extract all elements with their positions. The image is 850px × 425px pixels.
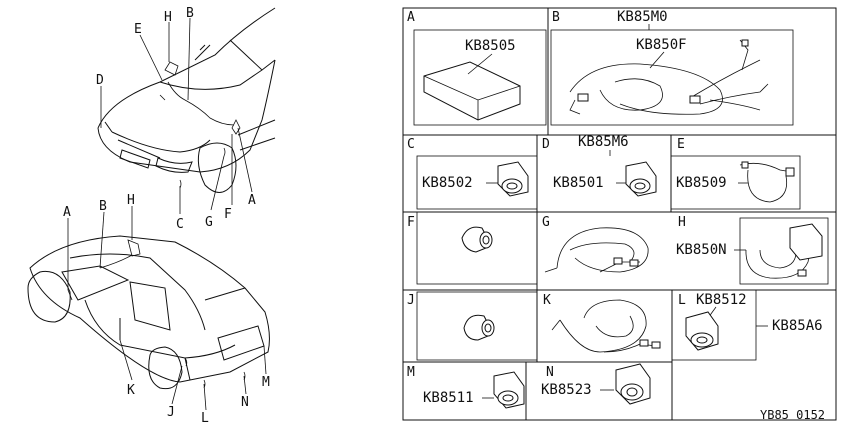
callout-rear-K: K bbox=[127, 383, 135, 398]
callout-front-E: E bbox=[134, 22, 142, 37]
panel-B-part-number: KB850F bbox=[636, 37, 687, 53]
callout-rear-M: M bbox=[262, 375, 270, 390]
callout-rear-L: L bbox=[201, 411, 209, 425]
callout-rear-H: H bbox=[127, 193, 135, 208]
callout-front-D: D bbox=[96, 73, 104, 88]
panel-M-part-number: KB8511 bbox=[423, 390, 474, 406]
panel-F: F bbox=[407, 211, 538, 285]
panel-K-letter: K bbox=[543, 293, 551, 308]
panel-K: K bbox=[543, 293, 661, 353]
callout-rear-B: B bbox=[99, 199, 107, 214]
callout-front-B: B bbox=[186, 6, 194, 21]
panel-M: M KB8511 bbox=[407, 365, 525, 409]
callout-front-H: H bbox=[164, 10, 172, 25]
panel-D-letter: D bbox=[542, 137, 550, 152]
panel-B-group-number: KB85M0 bbox=[617, 9, 668, 25]
front-car-illustration bbox=[97, 7, 276, 193]
panel-A: A KB8505 bbox=[407, 10, 547, 126]
panel-H-part-number: KB850N bbox=[676, 242, 727, 258]
callout-rear-A: A bbox=[63, 205, 71, 220]
panel-E-letter: E bbox=[677, 137, 685, 152]
front-car-leaders bbox=[100, 17, 253, 214]
front-car-callouts: H B E D C G F A bbox=[96, 6, 256, 232]
panel-G: G bbox=[542, 215, 649, 273]
panel-A-letter: A bbox=[407, 10, 415, 25]
callout-front-F: F bbox=[224, 207, 232, 222]
panel-N-part-number: KB8523 bbox=[541, 382, 592, 398]
panel-D: D KB85M6 KB8501 bbox=[542, 134, 657, 197]
callout-front-A: A bbox=[248, 193, 256, 208]
panel-H-letter: H bbox=[678, 215, 686, 230]
panel-C-part-number: KB8502 bbox=[422, 175, 473, 191]
diagram-code: YB85 0152 bbox=[760, 408, 825, 422]
callout-front-G: G bbox=[205, 215, 213, 230]
panel-H: H KB850N bbox=[676, 215, 829, 285]
panel-B-letter: B bbox=[552, 10, 560, 25]
panel-N: N KB8523 bbox=[541, 363, 651, 405]
callout-rear-J: J bbox=[167, 405, 175, 420]
panel-D-group-number: KB85M6 bbox=[578, 134, 629, 150]
panel-J-letter: J bbox=[407, 293, 415, 308]
panel-A-part-number: KB8505 bbox=[465, 38, 516, 54]
panel-L-group-number: KB85A6 bbox=[772, 318, 823, 334]
panel-L: L KB8512 KB85A6 bbox=[671, 289, 823, 361]
panel-M-letter: M bbox=[407, 365, 415, 380]
panel-E-part-number: KB8509 bbox=[676, 175, 727, 191]
panel-N-letter: N bbox=[546, 365, 554, 380]
panel-B: B KB85M0 KB850F bbox=[550, 9, 794, 126]
panel-J: J bbox=[407, 291, 538, 361]
panel-L-letter: L bbox=[678, 293, 686, 308]
panel-C: C KB8502 bbox=[407, 137, 538, 210]
callout-rear-N: N bbox=[241, 395, 249, 410]
panel-C-letter: C bbox=[407, 137, 415, 152]
callout-front-C: C bbox=[176, 217, 184, 232]
panel-E: E KB8509 bbox=[670, 137, 801, 210]
rear-car-leaders bbox=[67, 206, 267, 411]
panel-G-letter: G bbox=[542, 215, 550, 230]
rear-car-callouts: A B H K J L N M bbox=[63, 193, 270, 425]
rear-car-illustration bbox=[27, 235, 270, 390]
panel-L-part-number: KB8512 bbox=[696, 292, 747, 308]
panel-F-letter: F bbox=[407, 215, 415, 230]
panel-D-part-number: KB8501 bbox=[553, 175, 604, 191]
